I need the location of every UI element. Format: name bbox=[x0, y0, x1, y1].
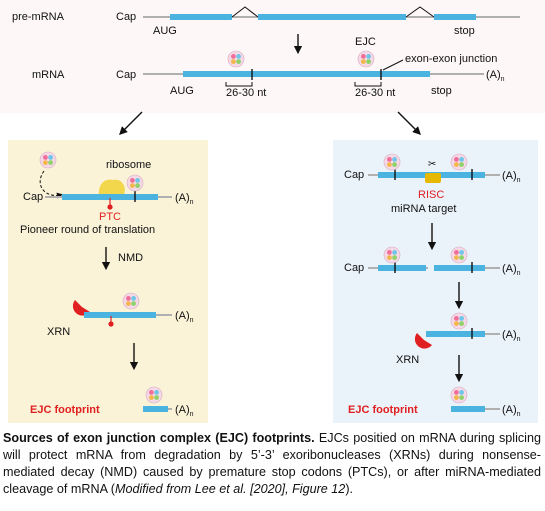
ejc-icon bbox=[126, 174, 144, 192]
ejc-icon bbox=[450, 312, 468, 330]
left-mrna-exon bbox=[62, 194, 158, 200]
intron-1 bbox=[231, 6, 259, 18]
left-xrn-label: XRN bbox=[47, 326, 70, 338]
exon-junction-pointer bbox=[382, 59, 404, 71]
ejc-icon bbox=[450, 246, 468, 264]
left-poly-a-3: (A)n bbox=[175, 404, 194, 418]
caption-title: Sources of exon junction complex (EJC) f… bbox=[3, 431, 315, 445]
caption-citation: Modified from Lee et al. [2020], Figure … bbox=[115, 482, 346, 496]
ejc-icon bbox=[39, 151, 57, 169]
ejc-release-arrow bbox=[39, 170, 63, 199]
ribosome-label: ribosome bbox=[106, 159, 151, 171]
decaying-mrna-exon bbox=[84, 312, 156, 318]
right-poly-a-3: (A)n bbox=[502, 404, 521, 418]
pre-mrna-exon-3 bbox=[434, 14, 476, 20]
risc-label: RISC bbox=[418, 189, 444, 201]
mrna-poly-a: (A)n bbox=[486, 69, 505, 83]
left-cap-label: Cap bbox=[23, 191, 43, 203]
ejc-icon bbox=[383, 153, 401, 171]
cleaved-5prime-fragment bbox=[378, 265, 426, 271]
risc-complex-icon bbox=[425, 173, 441, 183]
cleaved-cap-label: Cap bbox=[344, 262, 364, 274]
ejc-icon bbox=[383, 246, 401, 264]
ejc-icon bbox=[122, 292, 140, 310]
mrna-stop-label: stop bbox=[431, 85, 452, 97]
nt-bracket-left bbox=[225, 82, 253, 87]
pre-mrna-cap-label: Cap bbox=[116, 11, 136, 23]
pre-mrna-stop-label: stop bbox=[454, 25, 475, 37]
cleaved-poly-a: (A)n bbox=[502, 263, 521, 277]
ptc-label: PTC bbox=[99, 211, 121, 223]
branch-arrow-right bbox=[397, 111, 421, 135]
caption-end: ). bbox=[345, 482, 354, 496]
pre-mrna-aug-label: AUG bbox=[153, 25, 177, 37]
nt-left-label: 26-30 nt bbox=[226, 87, 266, 99]
figure-caption: Sources of exon junction complex (EJC) f… bbox=[3, 430, 541, 498]
ejc-icon bbox=[227, 50, 245, 68]
left-poly-a-2: (A)n bbox=[175, 310, 194, 324]
mirna-target-label: miRNA target bbox=[391, 203, 456, 215]
nt-right-label: 26-30 nt bbox=[355, 87, 395, 99]
ejc-icon bbox=[450, 386, 468, 404]
left-footprint-label: EJC footprint bbox=[30, 404, 100, 416]
mrna-label: mRNA bbox=[32, 69, 65, 81]
scissors-icon: ✂ bbox=[428, 159, 436, 170]
footprint-fragment bbox=[451, 406, 485, 412]
caption-body: EJCs positied on mRNA during splicing wi… bbox=[3, 431, 541, 496]
exon-junction-label: exon-exon junction bbox=[405, 53, 497, 65]
ejc-icon bbox=[145, 386, 163, 404]
left-poly-a: (A)n bbox=[175, 192, 194, 206]
cleaved-3prime-fragment bbox=[434, 265, 485, 271]
right-footprint-label: EJC footprint bbox=[348, 404, 418, 416]
mirna-panel: Cap ✂ (A)n RISC miRNA target Cap (A)n XR… bbox=[333, 140, 538, 423]
right-poly-a: (A)n bbox=[502, 170, 521, 184]
top-section: pre-mRNA Cap AUG stop mRNA Cap EJC exon-… bbox=[0, 0, 545, 113]
mrna-cap-label: Cap bbox=[116, 69, 136, 81]
xrn-icon bbox=[414, 333, 432, 349]
nmd-panel: ribosome Cap (A)n PTC Pioneer round of t… bbox=[8, 140, 208, 423]
pioneer-round-label: Pioneer round of translation bbox=[20, 224, 155, 236]
right-cap-label: Cap bbox=[344, 169, 364, 181]
pre-mrna-label: pre-mRNA bbox=[12, 11, 65, 23]
ejc-icon bbox=[357, 50, 375, 68]
pre-mrna-exon-2 bbox=[258, 14, 406, 20]
nt-bracket-right bbox=[354, 82, 382, 87]
ejc-footprint-diagram: pre-mRNA Cap AUG stop mRNA Cap EJC exon-… bbox=[0, 0, 545, 423]
ejc-icon bbox=[450, 153, 468, 171]
right-xrn-label: XRN bbox=[396, 354, 419, 366]
mrna-cds bbox=[183, 71, 430, 77]
xrn-icon bbox=[72, 300, 90, 316]
decaying-3prime-fragment bbox=[426, 331, 485, 337]
mrna-aug-label: AUG bbox=[170, 85, 194, 97]
pre-mrna-exon-1 bbox=[170, 14, 232, 20]
footprint-fragment bbox=[143, 406, 168, 412]
ejc-label: EJC bbox=[355, 36, 376, 48]
nmd-label: NMD bbox=[118, 252, 143, 264]
ptc-marker bbox=[107, 204, 113, 210]
intron-2 bbox=[405, 6, 435, 18]
ptc-marker bbox=[108, 321, 114, 327]
branch-arrow-left bbox=[119, 111, 143, 135]
right-poly-a-2: (A)n bbox=[502, 329, 521, 343]
